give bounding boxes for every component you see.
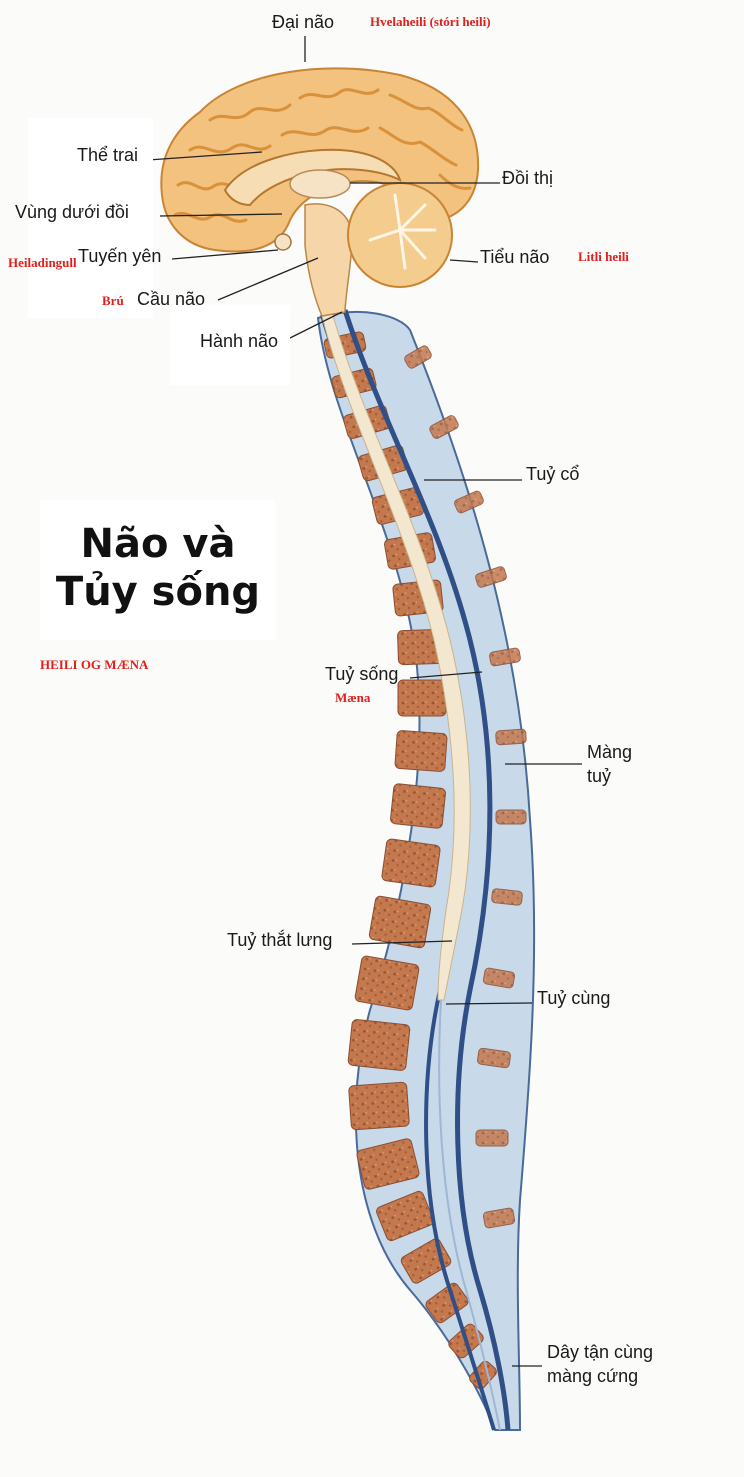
red-label-spinal-cord: Mæna bbox=[335, 690, 371, 705]
cerebellum-tree bbox=[368, 193, 437, 270]
red-label-title: HEILI OG MÆNA bbox=[40, 657, 149, 672]
red-label-pituitary: Heiladingull bbox=[8, 255, 77, 270]
label-cerebrum: Đại não bbox=[272, 12, 335, 32]
pituitary-gland bbox=[274, 233, 292, 251]
label-backdrop-bottom bbox=[170, 305, 290, 385]
dura-membrane bbox=[342, 309, 511, 1431]
thalamus bbox=[289, 169, 351, 199]
title-line-2: Tủy sống bbox=[55, 569, 261, 615]
red-label-cerebellum: Litli heili bbox=[578, 249, 629, 264]
spinous-processes bbox=[404, 345, 527, 1229]
diagram-title: Não và Tủy sống bbox=[48, 520, 268, 616]
label-meninges-1: Màng bbox=[587, 742, 633, 762]
label-corpus-callosum: Thể trai bbox=[77, 145, 139, 165]
cerebrum-folds bbox=[173, 88, 472, 223]
label-medulla: Hành não bbox=[200, 331, 279, 351]
label-sacral-cord: Tuỷ cùng bbox=[537, 988, 611, 1008]
label-meninges-2: tuỷ bbox=[587, 766, 612, 786]
title-line-1: Não và bbox=[80, 521, 236, 567]
filum-terminale bbox=[438, 999, 501, 1431]
label-lumbar-cord: Tuỷ thắt lưng bbox=[227, 930, 333, 950]
label-cervical-cord: Tuỷ cổ bbox=[526, 464, 580, 484]
label-filum-terminale-1: Dây tận cùng bbox=[547, 1342, 654, 1362]
label-backdrop-title bbox=[40, 500, 275, 640]
label-thalamus: Đồi thị bbox=[502, 168, 554, 188]
label-backdrop-left bbox=[28, 118, 153, 318]
brainstem bbox=[304, 203, 353, 317]
label-filum-terminale-2: màng cứng bbox=[547, 1366, 639, 1386]
spinal-cord bbox=[321, 311, 471, 1001]
label-pons: Cầu não bbox=[137, 289, 206, 309]
red-label-cerebrum: Hvelaheili (stóri heili) bbox=[370, 14, 491, 29]
label-spinal-cord: Tuỷ sống bbox=[325, 664, 399, 684]
label-cerebellum: Tiểu não bbox=[480, 247, 550, 267]
corpus-callosum bbox=[223, 148, 402, 207]
label-pituitary-gland: Tuyến yên bbox=[78, 246, 162, 266]
red-label-pons: Brú bbox=[102, 293, 124, 308]
label-hypothalamus: Vùng dưới đồi bbox=[15, 202, 129, 222]
leader-lines bbox=[147, 36, 582, 1367]
